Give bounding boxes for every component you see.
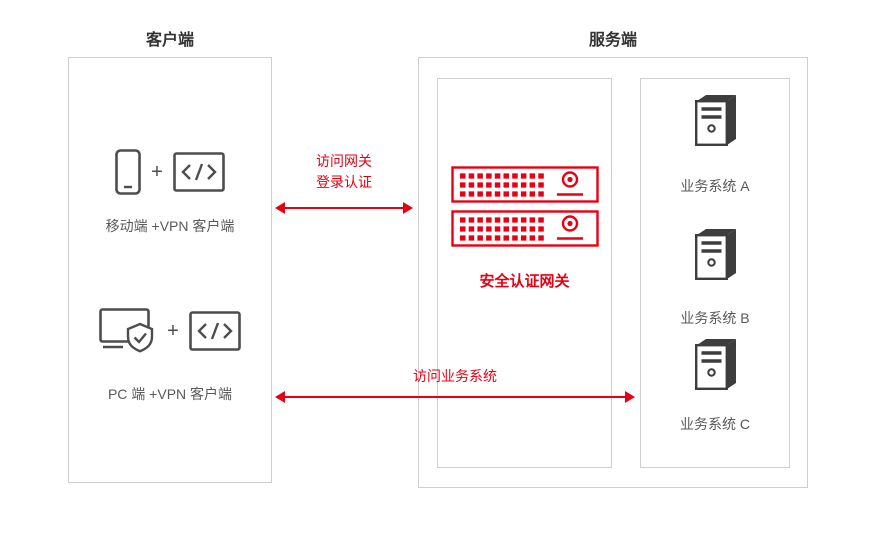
- gateway-access-arrow: [277, 207, 411, 209]
- server-icon-b: [640, 228, 790, 284]
- business-access-arrow: [277, 396, 633, 398]
- business-access-arrow-label: 访问业务系统: [413, 368, 497, 384]
- vpn-code-icon-svg: [173, 152, 225, 192]
- security-gateway-icon: [437, 166, 612, 247]
- gateway-access-arrow-label-line1: 访问网关: [316, 153, 372, 169]
- gateway-access-arrow-label-line2: 登录认证: [316, 174, 372, 190]
- server-tower-icon: [694, 339, 736, 390]
- server-section-title: 服务端: [588, 32, 637, 49]
- mobile-phone-icon: [115, 149, 141, 195]
- plus-sign: +: [151, 160, 163, 183]
- gateway-access-arrow-label: 访问网关 登录认证: [258, 151, 430, 193]
- gateway-unit-icon: [450, 166, 599, 203]
- server-icon-c: [640, 338, 790, 394]
- pc-client-group: +: [68, 302, 272, 360]
- pc-shield-icon-svg: [99, 308, 154, 353]
- vpn-code-icon: [189, 311, 241, 351]
- mobile-client-label: 移动端 +VPN 客户端: [105, 218, 235, 234]
- gateway-box: [437, 78, 612, 468]
- security-gateway-label: 安全认证网关: [479, 273, 570, 290]
- pc-shield-icon: [99, 306, 157, 356]
- server-tower-icon: [694, 229, 736, 280]
- vpn-code-icon-svg: [189, 311, 241, 351]
- plus-sign: +: [167, 319, 179, 342]
- mobile-phone-icon-svg: [115, 149, 141, 195]
- client-box: [68, 57, 272, 483]
- server-icon-a: [640, 94, 790, 150]
- business-system-c-label: 业务系统 C: [680, 416, 750, 432]
- vpn-code-icon: [173, 152, 225, 192]
- client-section-title: 客户端: [145, 32, 194, 49]
- business-system-b-label: 业务系统 B: [680, 310, 750, 326]
- server-tower-icon: [694, 95, 736, 146]
- business-system-a-label: 业务系统 A: [680, 178, 750, 194]
- gateway-unit-icon: [450, 210, 599, 247]
- pc-client-label: PC 端 +VPN 客户端: [107, 386, 233, 402]
- mobile-client-group: +: [68, 146, 272, 198]
